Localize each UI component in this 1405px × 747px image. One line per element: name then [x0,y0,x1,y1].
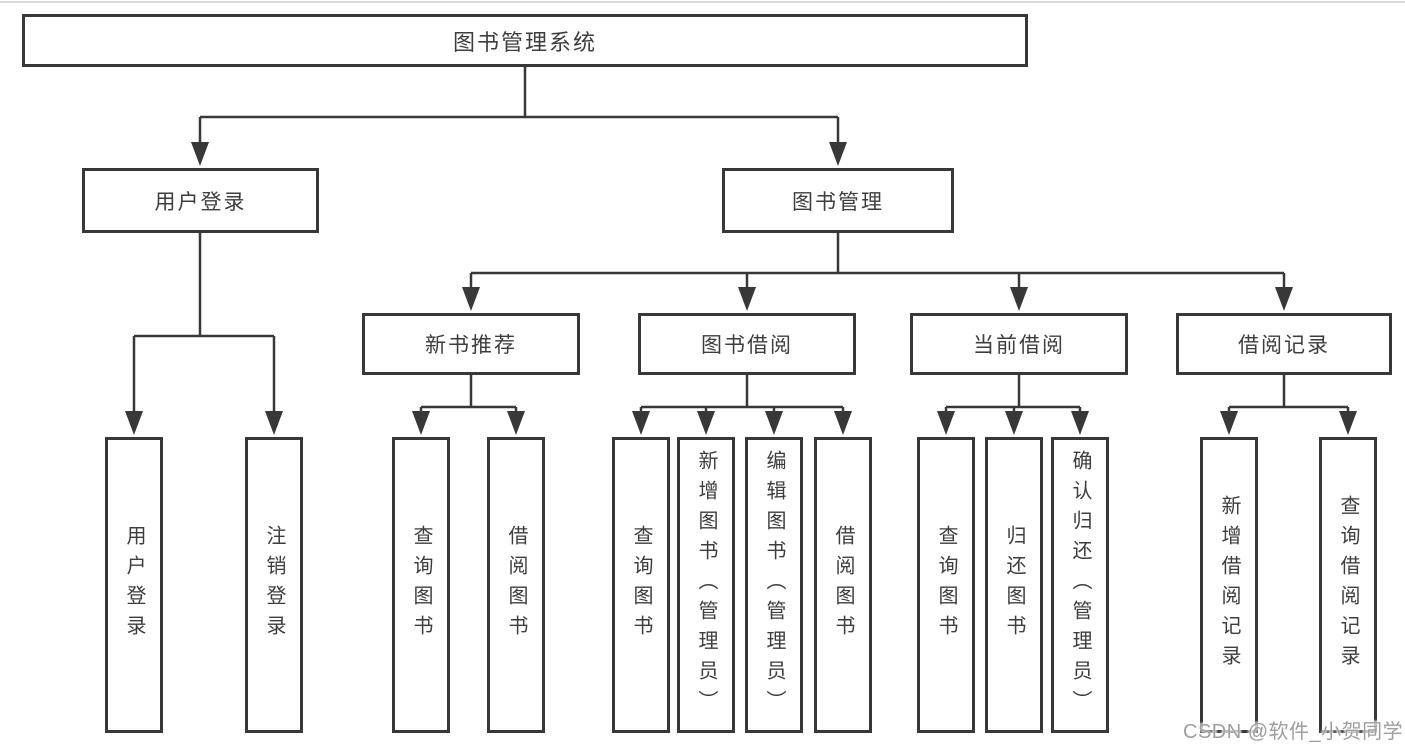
node-label: 编辑图书（管理员） [763,450,785,720]
node-label: 当前借阅 [973,334,1065,357]
arrowheads [125,142,1357,435]
node-current-borrow: 当前借阅 [910,313,1128,375]
node-label: 新增图书（管理员） [695,450,717,720]
leaf-add-borrow-record: 新增借阅记录 [1200,437,1258,733]
node-new-book-recommend: 新书推荐 [362,313,580,375]
node-book-management: 图书管理 [722,168,954,233]
node-label: 用户登录 [154,190,247,214]
leaf-borrow-book: 借阅图书 [814,437,872,733]
node-label: 图书借阅 [701,334,793,357]
leaf-query-book-recommend: 查询图书 [392,437,450,733]
leaf-add-book-admin: 新增图书（管理员） [677,437,735,733]
node-label: 新书推荐 [425,334,517,357]
leaf-borrow-book-recommend: 借阅图书 [487,437,545,733]
node-label: 查询借阅记录 [1337,495,1359,675]
leaf-return-book: 归还图书 [985,437,1043,733]
node-book-borrow: 图书借阅 [638,313,856,375]
leaf-query-borrow-record: 查询借阅记录 [1319,437,1377,733]
node-label: 借阅图书 [505,525,527,645]
node-library-management-system: 图书管理系统 [22,14,1028,67]
leaf-edit-book-admin: 编辑图书（管理员） [745,437,803,733]
node-label: 图书管理 [792,190,884,214]
node-label: 查询图书 [630,525,652,645]
top-divider-line [0,1,1405,3]
node-label: 借阅记录 [1238,334,1330,357]
node-user-login: 用户登录 [82,168,319,233]
node-label: 用户登录 [123,525,145,645]
node-label: 注销登录 [263,525,285,645]
node-label: 查询图书 [410,525,432,645]
node-label: 借阅图书 [832,525,854,645]
node-label: 归还图书 [1003,525,1025,645]
node-label: 查询图书 [935,525,957,645]
leaf-logout: 注销登录 [245,437,303,733]
leaf-query-book-current: 查询图书 [917,437,975,733]
node-borrow-record: 借阅记录 [1176,313,1392,375]
leaf-query-book-borrow: 查询图书 [612,437,670,733]
node-label: 确认归还（管理员） [1069,450,1091,720]
leaf-confirm-return-admin: 确认归还（管理员） [1051,437,1109,733]
node-label: 图书管理系统 [452,29,597,55]
leaf-user-login: 用户登录 [105,437,163,733]
node-label: 新增借阅记录 [1218,495,1240,675]
csdn-watermark: CSDN @软件_小贺同学 [1183,721,1404,743]
